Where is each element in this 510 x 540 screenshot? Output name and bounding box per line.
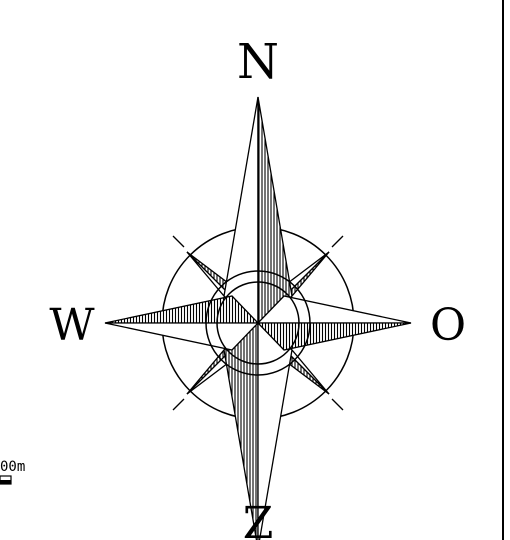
cardinal-points	[105, 97, 411, 540]
east-label: O	[430, 300, 466, 351]
north-point-left	[224, 97, 258, 323]
east-point-top	[258, 296, 411, 323]
south-label: Z	[243, 498, 274, 540]
west-label: W	[49, 300, 95, 351]
west-point-top	[105, 296, 258, 323]
scale-bar-label: 00m	[0, 459, 25, 475]
east-point-bottom	[258, 323, 411, 350]
north-label: N	[237, 34, 279, 90]
north-point-right	[258, 97, 292, 323]
scale-bar	[0, 476, 11, 484]
west-point-bottom	[105, 323, 258, 350]
